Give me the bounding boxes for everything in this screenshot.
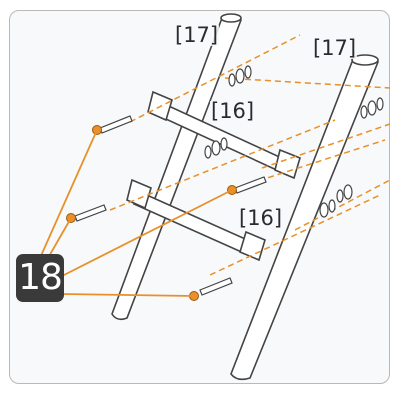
step-number-badge: 18 [16, 254, 64, 302]
leader-lines [39, 129, 233, 297]
left-upright-tube [111, 13, 242, 321]
part-callout-17-left: [17] [174, 23, 220, 47]
right-upright-tube [230, 54, 380, 381]
part-callout-16-lower: [16] [238, 206, 284, 230]
diagram-frame [9, 10, 390, 384]
washers-and-nuts [204, 65, 384, 218]
part-callout-16-upper: [16] [210, 99, 256, 123]
dashed-assembly-paths [109, 34, 391, 276]
bolts [74, 115, 267, 296]
part-callout-17-right: [17] [312, 36, 358, 60]
